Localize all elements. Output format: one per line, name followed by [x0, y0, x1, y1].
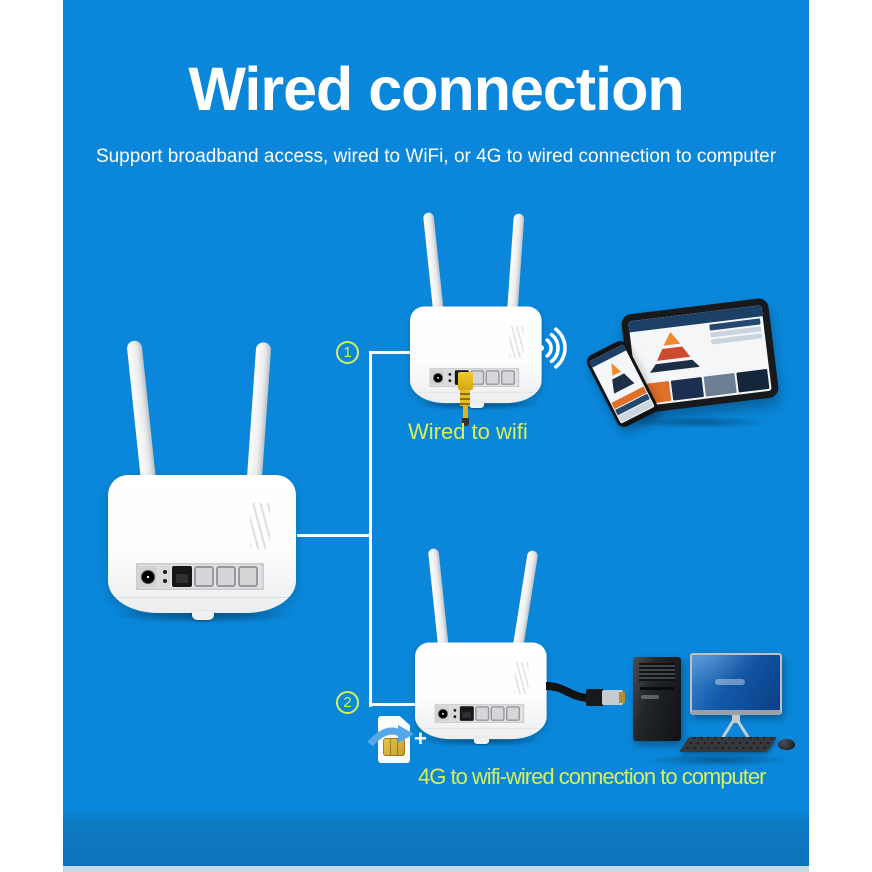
desktop-tower-icon [633, 657, 681, 741]
reset-buttons [445, 370, 454, 385]
scenario-1-label: Wired to wifi [408, 419, 528, 444]
plus-sign: + [414, 726, 427, 751]
router-body [108, 475, 296, 620]
sim-card-group: + [368, 710, 434, 768]
port-cover [194, 566, 214, 587]
devices-shadow [626, 416, 778, 429]
antenna-left-icon [422, 212, 445, 318]
router-ports-panel [136, 563, 264, 590]
tower-brand-logo [641, 695, 659, 699]
router-body [410, 306, 542, 408]
yellow-ethernet-cable-icon [458, 372, 473, 426]
ethernet-port [172, 566, 192, 587]
desktop-computer [628, 645, 808, 775]
tower-vents [639, 663, 675, 681]
router-scenario-1 [405, 212, 549, 415]
sim-slot-cover [509, 326, 524, 359]
page-title: Wired connection [188, 55, 684, 123]
tablet-icon [620, 297, 780, 415]
antenna-right-icon [246, 341, 272, 493]
step-2-number: 2 [343, 694, 352, 711]
step-1-marker: 1 [336, 341, 359, 364]
mouse-icon [778, 739, 795, 750]
ethernet-port [459, 706, 474, 721]
router-foot [192, 611, 214, 620]
computer-shadow [638, 753, 798, 767]
tower-drive-slot [640, 687, 674, 690]
connector-line-main [297, 534, 372, 537]
router-foot [473, 737, 490, 744]
power-jack-port [431, 370, 445, 385]
router-ports-panel [434, 704, 525, 723]
monitor-stand [732, 715, 740, 723]
pyramid-graphic [649, 332, 700, 373]
port-cover [485, 370, 500, 385]
router-main [102, 340, 306, 630]
sim-slot-cover [514, 662, 529, 695]
port-cover [475, 706, 490, 721]
keyboard-icon [678, 737, 778, 752]
wifi-devices [584, 296, 803, 436]
connector-line-branch-1 [369, 351, 416, 354]
wifi-signal-icon [538, 327, 567, 369]
step-2-marker: 2 [336, 691, 359, 714]
antenna-right-icon [511, 549, 539, 656]
connector-line-branch-2 [369, 703, 420, 706]
smartphone-icon [584, 338, 660, 430]
monitor-icon [690, 653, 782, 715]
antenna-left-icon [126, 340, 157, 491]
connector-line-vertical [369, 351, 372, 707]
rj45-boot [586, 689, 604, 706]
reset-buttons [450, 706, 459, 721]
port-cover [501, 370, 515, 385]
power-jack-port [138, 566, 157, 587]
step-1-number: 1 [343, 344, 352, 361]
sim-slot-cover [250, 503, 270, 549]
reset-buttons [159, 566, 170, 587]
router-body [415, 642, 547, 744]
port-cover [216, 566, 236, 587]
antenna-right-icon [506, 213, 525, 319]
ethernet-cable-black-icon [546, 682, 625, 706]
sim-card-icon [378, 716, 410, 763]
antenna-left-icon [427, 548, 450, 654]
port-cover [238, 566, 258, 587]
monitor-brand-logo [714, 679, 745, 686]
power-jack-port [436, 706, 450, 721]
router-scenario-2 [410, 548, 554, 751]
port-cover [506, 706, 520, 721]
page-subtitle: Support broadband access, wired to WiFi,… [95, 146, 777, 167]
scenario-2-label: 4G to wifi-wired connection to computer [418, 764, 766, 789]
port-cover [490, 706, 505, 721]
sim-chip [383, 738, 405, 756]
router-ports-panel [429, 368, 520, 387]
insert-arrow-icon [368, 725, 414, 747]
router-foot [468, 401, 485, 408]
rj45-plug-icon [602, 690, 623, 705]
floor-strip [63, 866, 809, 872]
